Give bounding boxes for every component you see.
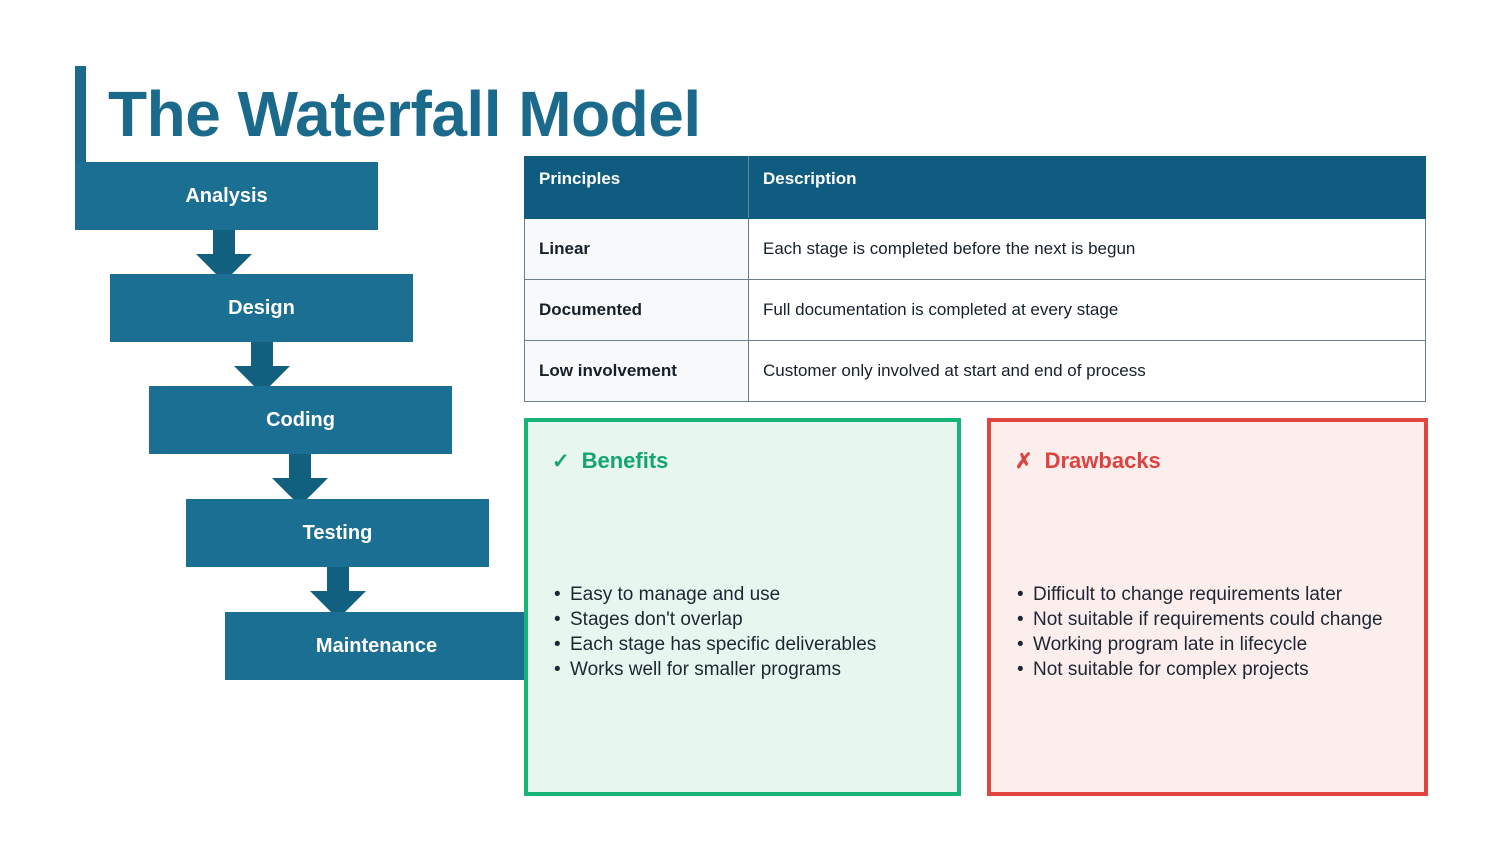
list-item: Not suitable if requirements could chang… [1017, 607, 1383, 632]
table-cell-principle: Low involvement [524, 340, 749, 402]
title-block: The Waterfall Model [75, 66, 701, 162]
stage-box-coding[interactable]: Coding [149, 386, 452, 454]
cross-icon: ✗ [1015, 449, 1033, 473]
table-cell-description: Each stage is completed before the next … [748, 218, 1426, 280]
table-cell-description: Full documentation is completed at every… [748, 279, 1426, 341]
stage-box-design[interactable]: Design [110, 274, 413, 342]
list-item: Stages don't overlap [554, 607, 876, 632]
stage-label: Testing [302, 521, 373, 544]
table-row: Linear Each stage is completed before th… [524, 218, 1426, 280]
table-header-description: Description [748, 156, 1426, 219]
table-row: Documented Full documentation is complet… [524, 279, 1426, 341]
list-item: Each stage has specific deliverables [554, 632, 876, 657]
benefits-heading-label: Benefits [581, 448, 669, 473]
stage-label: Coding [266, 408, 335, 431]
table-cell-principle: Linear [524, 218, 749, 280]
benefits-heading: ✓ Benefits [552, 448, 933, 474]
stage-label: Maintenance [315, 634, 438, 657]
drawbacks-heading: ✗ Drawbacks [1015, 448, 1400, 474]
drawbacks-panel: ✗ Drawbacks Difficult to change requirem… [987, 418, 1428, 796]
list-item: Difficult to change requirements later [1017, 582, 1383, 607]
stage-label: Design [228, 296, 295, 319]
check-icon: ✓ [552, 449, 570, 473]
table-cell-principle: Documented [524, 279, 749, 341]
list-item: Easy to manage and use [554, 582, 876, 607]
list-item: Working program late in lifecycle [1017, 632, 1383, 657]
list-item: Works well for smaller programs [554, 657, 876, 682]
list-item: Not suitable for complex projects [1017, 657, 1383, 682]
arrow-down-icon [196, 230, 252, 282]
benefits-panel: ✓ Benefits Easy to manage and use Stages… [524, 418, 961, 796]
benefits-list: Easy to manage and use Stages don't over… [554, 582, 876, 682]
principles-table: Principles Description Linear Each stage… [524, 156, 1426, 402]
arrow-down-icon [272, 454, 328, 506]
arrow-down-icon [310, 567, 366, 619]
table-header-row: Principles Description [524, 156, 1426, 219]
title-accent-bar [75, 66, 86, 162]
stage-box-analysis[interactable]: Analysis [75, 162, 378, 230]
page-title: The Waterfall Model [108, 78, 701, 150]
drawbacks-list: Difficult to change requirements later N… [1017, 582, 1383, 682]
stage-box-testing[interactable]: Testing [186, 499, 489, 567]
stage-box-maintenance[interactable]: Maintenance [225, 612, 528, 680]
table-cell-description: Customer only involved at start and end … [748, 340, 1426, 402]
waterfall-diagram: Analysis Design Coding Testing Maintenan… [0, 0, 528, 844]
stage-label: Analysis [185, 184, 268, 207]
table-header-principles: Principles [524, 156, 749, 219]
table-row: Low involvement Customer only involved a… [524, 340, 1426, 402]
arrow-down-icon [234, 342, 290, 394]
drawbacks-heading-label: Drawbacks [1044, 448, 1161, 473]
